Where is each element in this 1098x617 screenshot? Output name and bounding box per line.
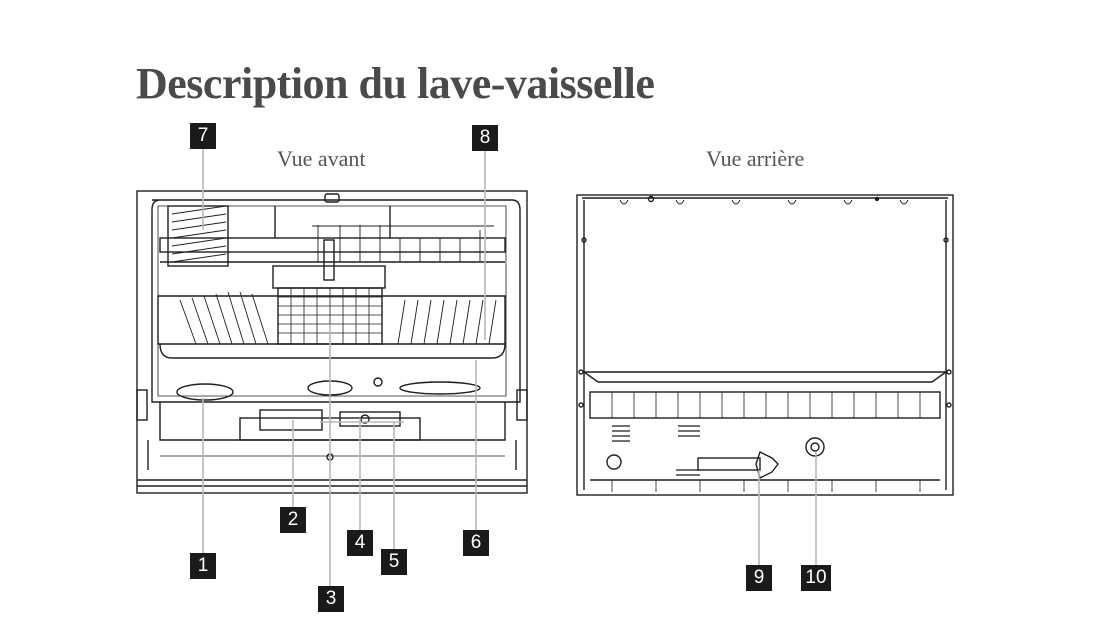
front-view-drawing	[136, 190, 528, 494]
callout-4: 4	[347, 530, 373, 556]
callout-7: 7	[190, 123, 216, 149]
front-view-label: Vue avant	[277, 146, 366, 171]
leader-lines	[202, 147, 817, 586]
callout-2: 2	[280, 507, 306, 533]
callout-9: 9	[746, 565, 772, 591]
callout-6: 6	[463, 530, 489, 556]
callout-10: 10	[801, 565, 831, 591]
rear-view-drawing	[576, 194, 954, 496]
rear-view-label: Vue arrière	[706, 146, 805, 171]
callout-5: 5	[381, 549, 407, 575]
callout-3: 3	[318, 586, 344, 612]
page-title: Description du lave-vaisselle	[136, 59, 655, 108]
callout-1: 1	[190, 553, 216, 579]
callout-8: 8	[472, 125, 498, 151]
